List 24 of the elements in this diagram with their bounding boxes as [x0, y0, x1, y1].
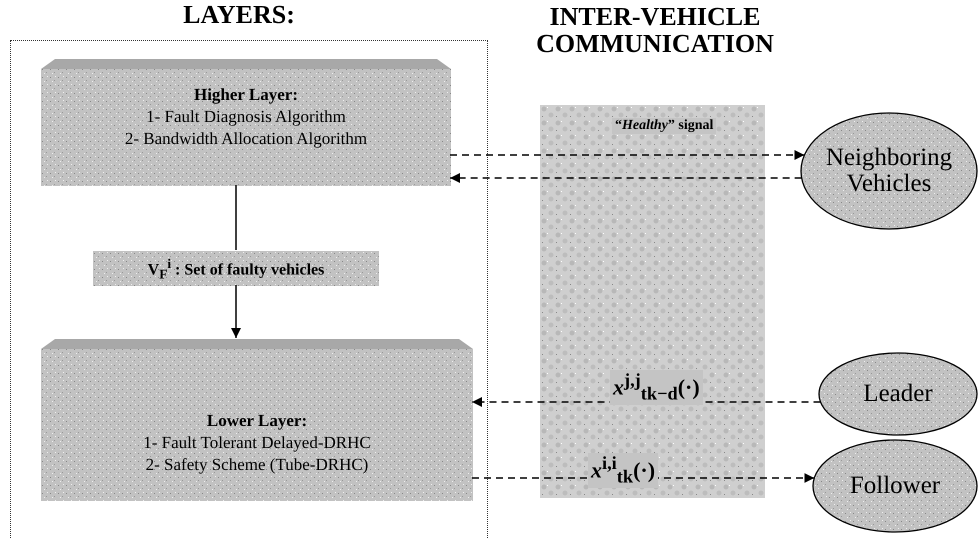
layer-box — [41, 59, 451, 186]
layer-heading: Higher Layer: — [192, 85, 300, 106]
edge-label: x$^{i,i}$$_{tk}$(·) — [588, 453, 658, 488]
edge-label: x$^{j,j}$$_{tk−d}$(·) — [610, 370, 703, 405]
vehicle-ellipse — [800, 112, 978, 230]
layer-heading: Lower Layer: — [206, 411, 308, 432]
vehicle-label: Follower — [848, 472, 942, 500]
set-label: V$_{F}$$^{i}$ : Set of faulty vehicles — [146, 256, 326, 282]
vehicle-ellipse — [818, 352, 978, 436]
vehicle-label: Neighboring Vehicles — [824, 144, 954, 198]
arrow — [450, 150, 804, 160]
band-heading: INTER-VEHICLE COMMUNICATION — [535, 3, 775, 58]
vehicle-ellipse — [812, 439, 978, 533]
list-item: 2- Bandwidth Allocation Algorithm — [124, 129, 368, 150]
edge-label: “Healthy” signal — [612, 118, 716, 134]
list-item: 1- Fault Diagnosis Algorithm — [145, 107, 347, 128]
arrow — [231, 285, 241, 338]
set-box — [93, 251, 379, 286]
layer-box — [41, 339, 473, 501]
list-item: 2- Safety Scheme (Tube-DRHC) — [144, 455, 370, 476]
vehicle-label: Leader — [862, 380, 934, 408]
panel-heading: LAYERS: — [182, 0, 296, 30]
list-item: 1- Fault Tolerant Delayed-DRHC — [142, 433, 372, 454]
arrow — [450, 173, 802, 183]
